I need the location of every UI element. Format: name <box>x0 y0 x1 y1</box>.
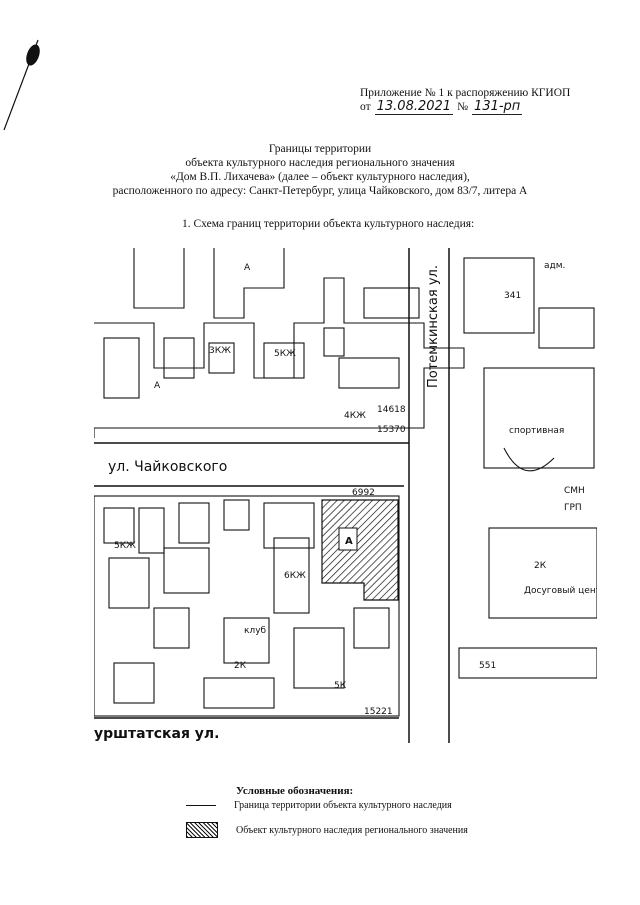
east-block <box>458 257 597 679</box>
heritage-object: А <box>321 499 399 601</box>
street-label-potemkinskaya: Потемкинская ул. <box>426 265 441 388</box>
street-furshtatskaya: урштатская ул. <box>94 726 220 742</box>
legend-object-label: Объект культурного наследия региональног… <box>236 824 468 836</box>
label-5kzh: 5КЖ <box>274 349 296 359</box>
hatch-swatch <box>186 822 218 838</box>
label-6kzh: 6КЖ <box>284 571 306 581</box>
boundary-map: ул. Чайковского Потемкинская ул. А уршта… <box>94 248 597 743</box>
title-line-3: «Дом В.П. Лихачева» (далее – объект куль… <box>170 171 470 183</box>
appendix-line: Приложение № 1 к распоряжению КГИОП <box>360 87 571 99</box>
street-potemkinskaya: Потемкинская ул. <box>408 248 450 743</box>
handwritten-date: 13.08.2021 <box>374 99 454 115</box>
label-2k: 2К <box>234 661 247 671</box>
number-15221: 15221 <box>364 707 393 717</box>
north-block <box>94 248 465 438</box>
title-line-4: расположенного по адресу: Санкт-Петербур… <box>112 185 528 197</box>
scan-corner-marks <box>3 39 40 131</box>
from-label: от <box>360 101 371 113</box>
legend-boundary-row: Граница территории объекта культурного н… <box>186 800 452 811</box>
appendix-date-row: от 13.08.2021 № 131-рп <box>360 100 600 115</box>
street-chaikovskogo: ул. Чайковского <box>94 442 409 487</box>
sport-label: спортивная <box>509 426 564 436</box>
label-a: А <box>244 263 251 273</box>
club-label: клуб <box>244 626 267 636</box>
appendix-reference: Приложение № 1 к распоряжению КГИОП от 1… <box>360 86 600 115</box>
number-6992: 6992 <box>352 488 375 498</box>
document-title: Границы территории объекта культурного н… <box>60 142 580 198</box>
number-14618: 14618 <box>377 405 406 415</box>
title-line-2: объекта культурного наследия регионально… <box>185 157 455 169</box>
number-551: 551 <box>479 661 496 671</box>
label-4kzh: 4КЖ <box>344 411 366 421</box>
legend-boundary-label: Граница территории объекта культурного н… <box>234 800 452 811</box>
street-label-furshtatskaya: урштатская ул. <box>94 726 220 742</box>
number-341: 341 <box>504 291 521 301</box>
label-2k-east: 2К <box>534 561 547 571</box>
adm-label: адм. <box>544 261 565 271</box>
map-labels: А А 3КЖ 5КЖ 4КЖ 14618 15370 6992 15221 3… <box>114 261 597 717</box>
legend-title: Условные обозначения: <box>236 785 354 797</box>
grp-label: ГРП <box>564 503 582 513</box>
number-15370: 15370 <box>377 425 406 435</box>
street-label-chaikovskogo: ул. Чайковского <box>108 459 227 475</box>
label-5kzh-south: 5КЖ <box>114 541 136 551</box>
section-heading: 1. Схема границ территории объекта культ… <box>182 218 475 230</box>
leisure-label: Досуговый цент <box>524 586 597 596</box>
smn-label: СМН <box>564 486 585 496</box>
legend-object-row: Объект культурного наследия региональног… <box>186 822 468 838</box>
label-a: А <box>154 381 161 391</box>
heritage-letter: А <box>345 536 353 547</box>
label-5k: 5К <box>334 681 347 691</box>
handwritten-number: 131-рп <box>472 99 523 115</box>
number-label: № <box>457 101 469 113</box>
boundary-line-swatch <box>186 805 216 806</box>
south-block <box>94 495 400 719</box>
title-line-1: Границы территории <box>268 143 372 155</box>
label-3kzh: 3КЖ <box>209 346 231 356</box>
